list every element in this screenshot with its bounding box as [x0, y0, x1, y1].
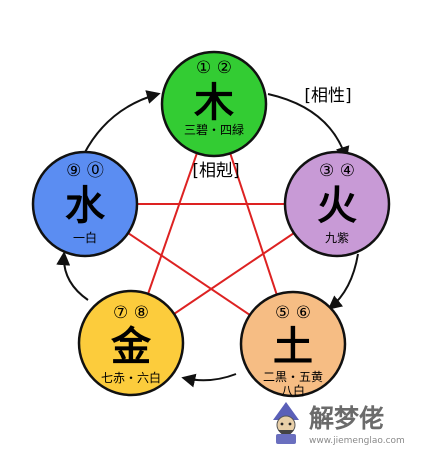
element-wood-char: 木: [194, 79, 234, 126]
element-fire-char: 火: [317, 182, 357, 229]
element-earth-char: 土: [273, 323, 313, 370]
element-water-char: 水: [65, 182, 106, 229]
element-water: ⑨ ⓪ 水 一白: [31, 150, 139, 258]
element-water-nums: ⑨ ⓪: [66, 161, 104, 181]
generating-cycle-arrows: [56, 90, 359, 388]
watermark-logo-icon: [273, 402, 299, 444]
element-earth: ⑤ ⑥ 土 二黒・五黄 八白: [239, 290, 347, 398]
element-metal-char: 金: [110, 323, 152, 370]
watermark-text: 解梦佬: [309, 404, 384, 433]
element-wood-sub: 三碧・四緑: [184, 122, 244, 137]
element-water-sub: 一白: [73, 230, 97, 245]
element-earth-sub: 二黒・五黄: [263, 370, 323, 384]
watermark: 解梦佬 www.jiemenglao.com: [273, 402, 405, 446]
element-fire-circle: [283, 150, 391, 258]
controlling-label: [相剋]: [192, 161, 239, 181]
arrow-metal-to-water: [56, 251, 89, 301]
arrow-wood-to-fire: [267, 93, 350, 161]
element-wood-nums: ① ②: [196, 58, 232, 78]
generating-label: [相性]: [304, 86, 351, 106]
element-wood: ① ② 木 三碧・四緑: [160, 50, 268, 158]
arrow-fire-to-earth: [327, 253, 359, 310]
element-metal: ⑦ ⑧ 金 七赤・六白: [77, 289, 185, 397]
arrow-water-to-wood: [83, 90, 161, 155]
element-earth-circle: [239, 290, 347, 398]
element-wood-circle: [160, 50, 268, 158]
element-fire: ③ ④ 火 九紫: [283, 150, 391, 258]
element-earth-nums: ⑤ ⑥: [275, 303, 311, 323]
element-metal-nums: ⑦ ⑧: [113, 303, 149, 323]
arrow-earth-to-metal: [181, 373, 237, 388]
element-metal-sub: 七赤・六白: [101, 370, 161, 385]
watermark-url: www.jiemenglao.com: [309, 436, 405, 446]
element-metal-circle: [77, 289, 185, 397]
element-fire-nums: ③ ④: [319, 161, 355, 181]
element-water-circle: [31, 150, 139, 258]
element-fire-sub: 九紫: [325, 231, 349, 245]
element-earth-sub2: 八白: [281, 383, 305, 398]
